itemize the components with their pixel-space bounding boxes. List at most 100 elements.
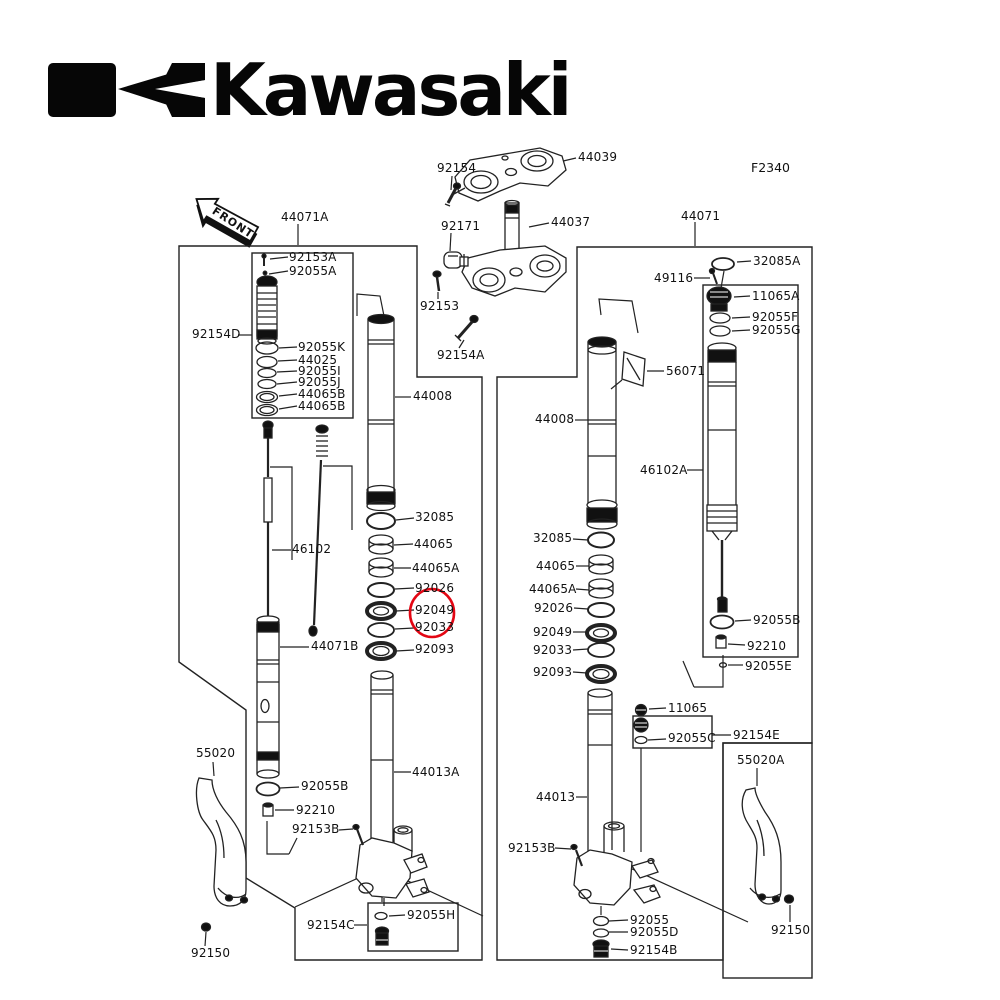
part-label-92153b-57[interactable]: 92153B — [508, 841, 556, 855]
part-label-92033-41[interactable]: 92033 — [533, 643, 573, 657]
part-label-92150-32[interactable]: 92150 — [191, 946, 231, 960]
part-label-44008-35[interactable]: 44008 — [535, 412, 575, 426]
part-label-46102-25[interactable]: 46102 — [292, 542, 332, 556]
part-label-92093-42[interactable]: 92093 — [533, 665, 573, 679]
part-label-92055b-27[interactable]: 92055B — [301, 779, 349, 793]
part-label-92055i-13[interactable]: 92055I — [298, 364, 341, 378]
damper-sub-box — [702, 284, 799, 658]
part-label-44008-17[interactable]: 44008 — [413, 389, 453, 403]
part-label-92154a-7[interactable]: 92154A — [437, 348, 485, 362]
part-label-92055e-52[interactable]: 92055E — [745, 659, 792, 673]
part-label-44071a-5[interactable]: 44071A — [281, 210, 329, 224]
part-label-92055g-49[interactable]: 92055G — [752, 323, 801, 337]
part-label-32085a-45[interactable]: 32085A — [753, 254, 801, 268]
part-label-44071b-26[interactable]: 44071B — [311, 639, 359, 653]
part-label-49116-46[interactable]: 49116 — [654, 271, 694, 285]
part-label-92055c-54[interactable]: 92055C — [668, 731, 716, 745]
part-label-92055h-34[interactable]: 92055H — [407, 908, 456, 922]
part-label-55020a-61[interactable]: 55020A — [737, 753, 785, 767]
fork-guard-55020a — [741, 787, 782, 905]
part-label-92093-24[interactable]: 92093 — [415, 642, 455, 656]
part-label-92055f-48[interactable]: 92055F — [752, 310, 799, 324]
part-label-92055k-11[interactable]: 92055K — [298, 340, 346, 354]
push-rod-46102 — [262, 420, 329, 637]
part-label-92150-62[interactable]: 92150 — [771, 923, 811, 937]
cylinder-44071b — [256, 615, 280, 779]
kit-box-92154c — [367, 902, 459, 952]
part-label-46102a-44[interactable]: 46102A — [640, 463, 688, 477]
bolt-92154 — [444, 182, 462, 207]
part-label-44071-4[interactable]: 44071 — [681, 209, 721, 223]
kawasaki-logo-text: Kawasaki — [210, 48, 572, 132]
diagram-code: F2340 — [751, 160, 791, 175]
nut-11065 — [634, 703, 648, 717]
part-label-44065a-38[interactable]: 44065A — [529, 582, 577, 596]
part-label-92154e-55[interactable]: 92154E — [733, 728, 780, 742]
part-label-44065a-20[interactable]: 44065A — [412, 561, 460, 575]
part-label-44013-56[interactable]: 44013 — [536, 790, 576, 804]
bolt-92150-right — [783, 894, 795, 904]
part-label-11065-53[interactable]: 11065 — [668, 701, 708, 715]
fork-guard-55020 — [195, 777, 249, 907]
clamp-92171 — [443, 251, 469, 269]
guard-box-55020a — [722, 742, 813, 979]
left-outer-tube-44013a — [355, 670, 430, 906]
part-label-92049-40[interactable]: 92049 — [533, 625, 573, 639]
part-label-92033-23[interactable]: 92033 — [415, 620, 455, 634]
air-valve-group — [706, 257, 735, 337]
part-label-44065b-16[interactable]: 44065B — [298, 399, 346, 413]
left-seal-stack — [365, 512, 397, 661]
steering-stem-44037 — [461, 199, 567, 297]
part-label-56071-43[interactable]: 56071 — [666, 364, 706, 378]
part-label-92154b-60[interactable]: 92154B — [630, 943, 678, 957]
part-label-92171-2[interactable]: 92171 — [441, 219, 481, 233]
part-label-92026-39[interactable]: 92026 — [534, 601, 574, 615]
part-label-55020-31[interactable]: 55020 — [196, 746, 236, 760]
part-label-32085-18[interactable]: 32085 — [415, 510, 455, 524]
construction-lines — [266, 293, 749, 923]
bolt-92153b-left — [352, 823, 365, 846]
part-label-92055j-14[interactable]: 92055J — [298, 375, 341, 389]
part-label-44065-37[interactable]: 44065 — [536, 559, 576, 573]
right-inner-tube-44008 — [586, 336, 618, 530]
kit-92154c-parts — [374, 911, 390, 946]
part-label-44013a-30[interactable]: 44013A — [412, 765, 460, 779]
part-label-92153a-8[interactable]: 92153A — [289, 250, 337, 264]
part-label-92055b-50[interactable]: 92055B — [753, 613, 801, 627]
part-label-92049-22[interactable]: 92049 — [415, 603, 455, 617]
part-label-92154c-33[interactable]: 92154C — [307, 918, 355, 932]
part-label-44065-19[interactable]: 44065 — [414, 537, 454, 551]
right-seal-stack — [585, 531, 617, 684]
damper-assembly-46102a — [706, 342, 738, 668]
part-label-92026-21[interactable]: 92026 — [415, 581, 455, 595]
kit-92055c-parts — [633, 717, 649, 745]
part-label-44065b-15[interactable]: 44065B — [298, 387, 346, 401]
front-arrow: FRONT — [195, 197, 260, 248]
part-label-32085-36[interactable]: 32085 — [533, 531, 573, 545]
kawasaki-river-mark-icon — [48, 63, 205, 117]
bottom-parts-right — [592, 915, 610, 958]
sticker-56071 — [621, 351, 646, 387]
part-label-92154d-10[interactable]: 92154D — [192, 327, 241, 341]
bolt-92153b-right — [570, 843, 584, 867]
part-label-92153b-29[interactable]: 92153B — [292, 822, 340, 836]
part-label-92210-51[interactable]: 92210 — [747, 639, 787, 653]
part-label-92154-0[interactable]: 92154 — [437, 161, 477, 175]
part-label-92153-6[interactable]: 92153 — [420, 299, 460, 313]
right-outer-tube-44013 — [573, 688, 661, 906]
part-label-92055-58[interactable]: 92055 — [630, 913, 670, 927]
bolt-92153 — [432, 270, 442, 292]
part-label-92055a-9[interactable]: 92055A — [289, 264, 337, 278]
left-inner-tube-44008 — [366, 313, 396, 512]
left-assembly-box — [178, 245, 483, 961]
valve-92210-left — [262, 802, 274, 817]
part-label-44037-3[interactable]: 44037 — [551, 215, 591, 229]
part-label-92210-28[interactable]: 92210 — [296, 803, 336, 817]
part-label-44025-12[interactable]: 44025 — [298, 353, 338, 367]
part-label-92055d-59[interactable]: 92055D — [630, 925, 679, 939]
part-label-11065a-47[interactable]: 11065A — [752, 289, 800, 303]
part-drawings — [195, 147, 795, 958]
part-label-44039-1[interactable]: 44039 — [578, 150, 618, 164]
